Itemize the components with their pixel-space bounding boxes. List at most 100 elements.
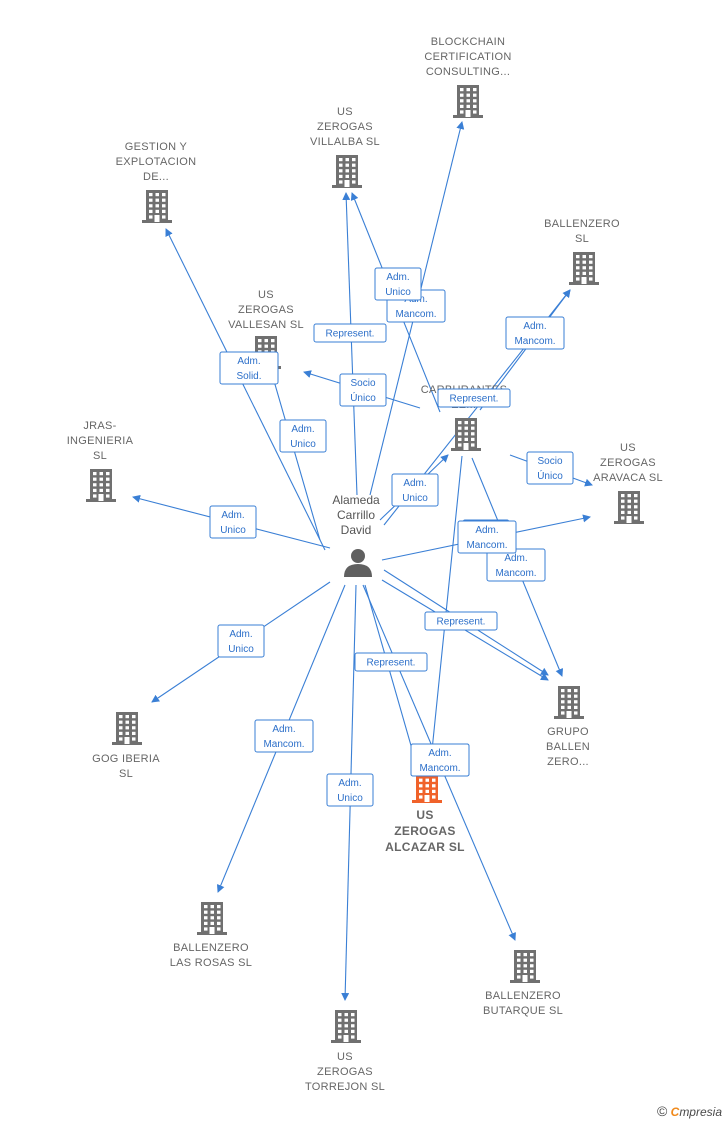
company-name[interactable]: BLOCKCHAIN CERTIFICATION CONSULTING...: [424, 36, 511, 78]
relation-label-box: [437, 388, 511, 408]
relation-label-box: [279, 419, 327, 453]
relation-edge-r13: [364, 584, 420, 771]
building-icon: [112, 712, 142, 745]
company-name-line: CERTIFICATION: [424, 51, 511, 63]
relation-label-text: Represent.: [437, 617, 486, 628]
relation-label-line: Socio: [350, 378, 375, 389]
company-name-line: ALCAZAR SL: [385, 840, 465, 854]
relation-label-r13[interactable]: Represent.: [354, 652, 428, 672]
relation-label-r7[interactable]: Adm.Unico: [391, 473, 439, 507]
brand-name: mpresia: [679, 1105, 722, 1119]
person-name-line: Carrillo: [337, 508, 375, 522]
company-node-blockchain[interactable]: BLOCKCHAIN CERTIFICATION CONSULTING...: [424, 36, 511, 118]
building-icon: [614, 491, 644, 524]
relation-label-line: Represent.: [437, 617, 486, 628]
relation-label-r17[interactable]: Adm.Mancom.: [505, 316, 565, 350]
relation-label-text: Adm.Mancom.: [466, 525, 507, 551]
relation-label-r19[interactable]: Adm.Mancom.: [486, 548, 546, 582]
company-name[interactable]: BALLENZERO BUTARQUE SL: [483, 990, 563, 1017]
company-name-line: US: [337, 106, 353, 118]
company-name-line: US: [416, 808, 433, 822]
relation-label-box: [410, 743, 470, 777]
company-name[interactable]: US ZEROGAS ALCAZAR SL: [385, 808, 465, 854]
company-name-line: EXPLOTACION: [116, 156, 197, 168]
company-name-line: ARAVACA SL: [593, 472, 663, 484]
relation-label-box: [209, 505, 257, 539]
relation-label-text: Adm. Unico: [290, 424, 316, 450]
relation-label-r21[interactable]: Adm.Mancom.: [457, 520, 517, 554]
relation-label-line: Mancom.: [514, 336, 555, 347]
company-name-line: BALLENZERO: [173, 942, 249, 954]
relation-label-box: [374, 267, 422, 301]
relation-label-line: Unico: [402, 493, 428, 504]
relation-label-r15[interactable]: Adm.Unico: [374, 267, 422, 301]
relation-edge-r4: [342, 192, 358, 496]
relation-label-line: Único: [537, 469, 563, 482]
company-name-line: BLOCKCHAIN: [431, 36, 506, 48]
relation-label-text: Adm.Unico: [220, 510, 246, 536]
relation-label-r10[interactable]: Adm.Unico: [217, 624, 265, 658]
company-node-alcazar[interactable]: US ZEROGAS ALCAZAR SL: [385, 770, 465, 854]
relation-label-r12[interactable]: Adm.Unico: [326, 773, 374, 807]
relation-label-r2[interactable]: Adm.Solid.: [219, 351, 279, 385]
company-name-line: GRUPO: [547, 726, 589, 738]
company-name-line: US: [620, 442, 636, 454]
relation-label-line: Unico: [290, 439, 316, 450]
building-icon: [331, 1010, 361, 1043]
relation-label-line: Adm.: [291, 424, 314, 435]
relation-label-r20[interactable]: Adm.Mancom.: [410, 743, 470, 777]
company-name-line: ZEROGAS: [394, 824, 455, 838]
relation-label-text: Adm.Unico: [228, 629, 254, 655]
building-icon: [197, 902, 227, 935]
relation-label-box: [313, 323, 387, 343]
company-name-line: SL: [119, 768, 133, 780]
relation-label-line: Socio: [537, 456, 562, 467]
relation-label-box: [391, 473, 439, 507]
relation-label-text: Adm.Mancom.: [419, 748, 460, 774]
company-name-line: BUTARQUE SL: [483, 1005, 563, 1017]
building-icon: [142, 190, 172, 223]
building-icon: [554, 686, 584, 719]
relation-label-r4[interactable]: Represent.: [313, 323, 387, 343]
relation-label-line: Unico: [228, 644, 254, 655]
relation-label-box: [339, 373, 387, 407]
relation-label-box: [526, 451, 574, 485]
company-name-line: DE...: [143, 171, 169, 183]
person-name-line: David: [341, 523, 372, 537]
relation-label-r6[interactable]: Represent.: [437, 388, 511, 408]
relation-label-r9[interactable]: Represent.: [424, 611, 498, 631]
company-node-butarque[interactable]: BALLENZERO BUTARQUE SL: [483, 950, 563, 1017]
relation-label-line: Unico: [220, 525, 246, 536]
company-name-line: CONSULTING...: [426, 66, 510, 78]
relation-label-r1[interactable]: Adm.Unico: [209, 505, 257, 539]
relation-edge-r2: [165, 228, 326, 551]
relation-label-r3[interactable]: Adm. Unico: [279, 419, 327, 453]
company-name-line: VALLESAN SL: [228, 319, 304, 331]
company-name-line: BALLENZERO: [485, 990, 561, 1002]
company-name-line: TORREJON SL: [305, 1081, 385, 1093]
relation-label-r11[interactable]: Adm.Mancom.: [254, 719, 314, 753]
